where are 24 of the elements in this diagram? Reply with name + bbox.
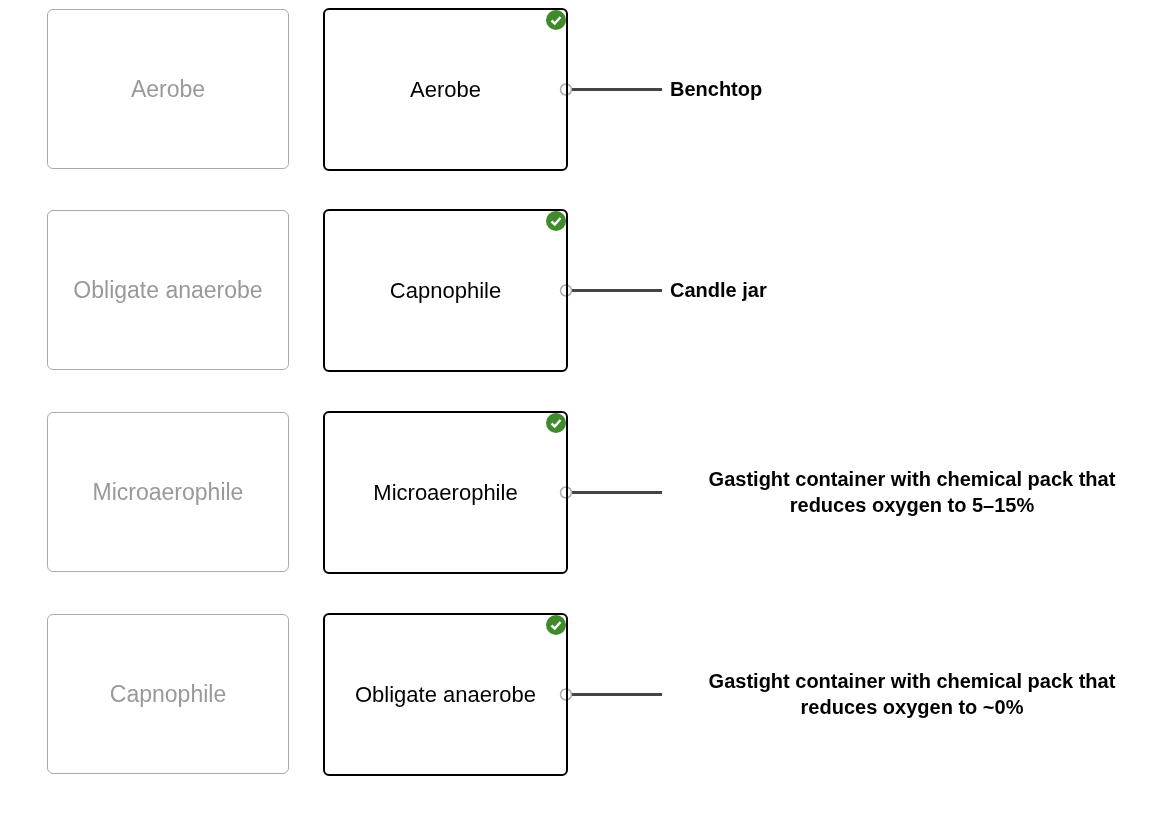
answer-card <box>47 210 289 370</box>
connector-line <box>559 284 662 297</box>
card-label: Capnophile <box>389 277 502 304</box>
target-label: Gastight container with chemical pack that reduces oxygen to 5–15% <box>707 467 1117 518</box>
answer-card <box>323 209 568 372</box>
card-label: Obligate anaerobe <box>73 276 263 304</box>
connector-line <box>559 688 662 701</box>
connector-line <box>559 486 662 499</box>
card-label: Microaerophile <box>92 478 244 506</box>
answer-card <box>323 8 568 171</box>
target-label: Candle jar <box>670 278 767 303</box>
answer-card <box>323 411 568 574</box>
card-label: Capnophile <box>109 680 227 708</box>
answer-card <box>47 614 289 774</box>
card-label: Aerobe <box>410 76 481 103</box>
card-label: Aerobe <box>130 75 206 103</box>
target-label: Gastight container with chemical pack that reduces oxygen to ~0% <box>707 669 1117 720</box>
answer-card <box>323 613 568 776</box>
answer-card <box>47 412 289 572</box>
target-label: Benchtop <box>670 77 763 102</box>
connector-line <box>559 83 662 96</box>
answer-card <box>47 9 289 169</box>
card-label: Obligate anaerobe <box>355 681 536 708</box>
card-label: Microaerophile <box>373 479 518 506</box>
